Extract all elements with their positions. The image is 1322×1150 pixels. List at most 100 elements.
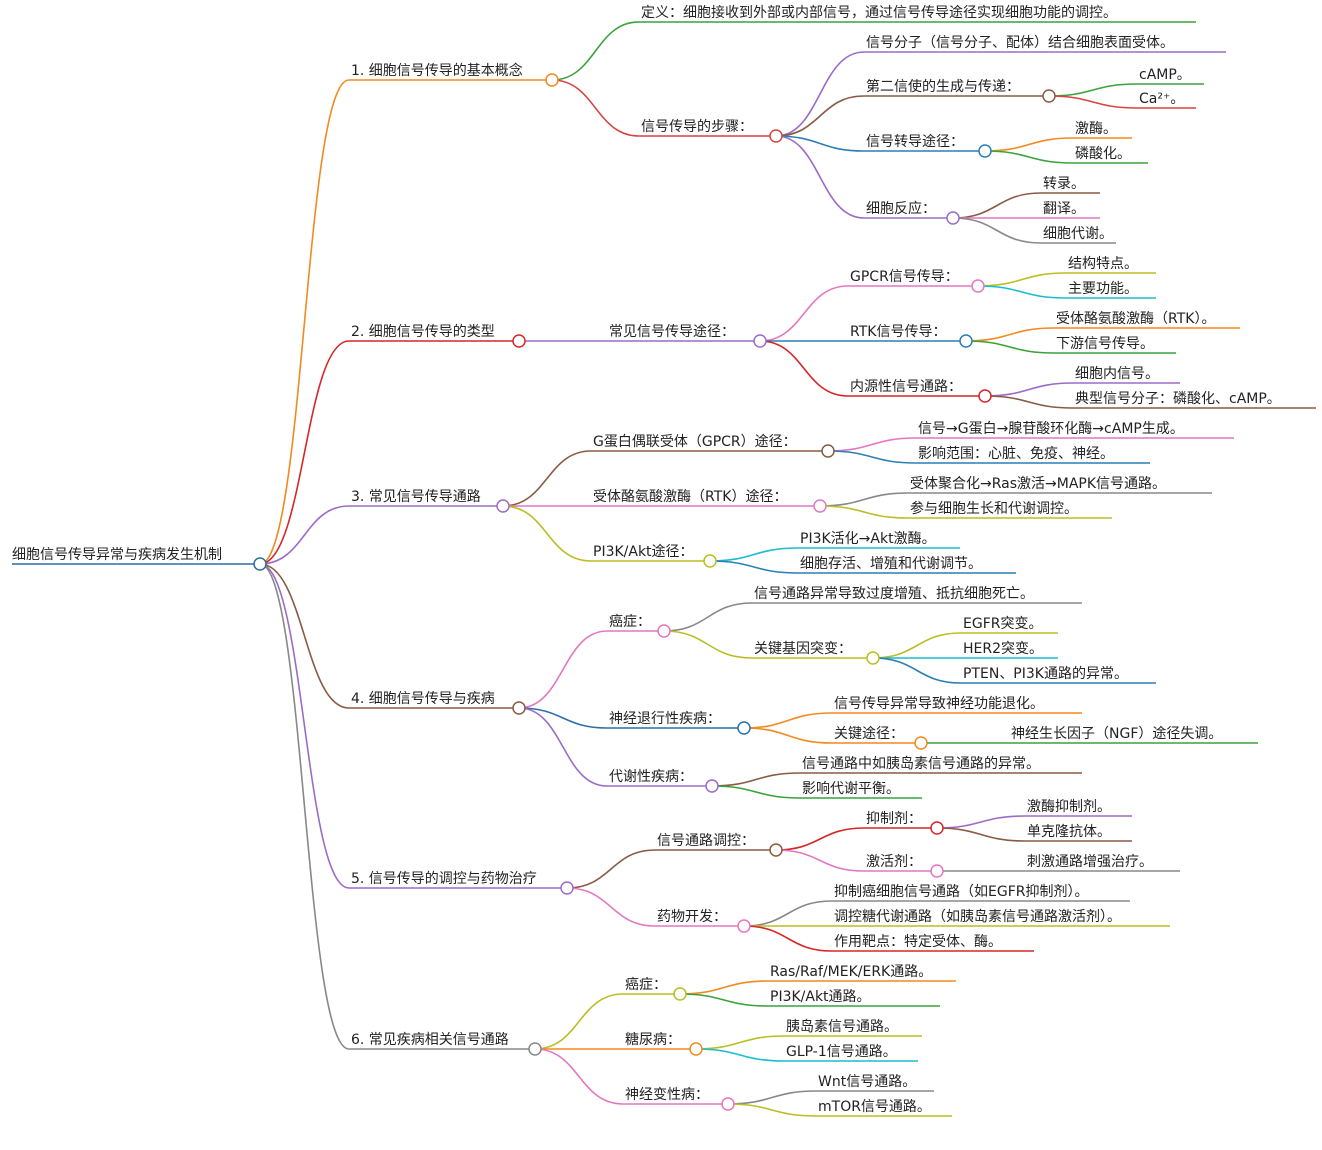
leaf-topic: 磷酸化。 (1075, 146, 1131, 162)
leaf-topic: mTOR信号通路。 (818, 1099, 931, 1115)
collapse-toggle-r-1-0-0[interactable] (971, 279, 985, 293)
branch-topic: 第二信使的生成与传递： (866, 78, 1020, 95)
edge-r-4-0-0 (775, 827, 865, 851)
collapse-toggle-r-3-2[interactable] (705, 779, 719, 793)
edge-r-4-1-2 (743, 925, 833, 952)
branch-topic: 2. 细胞信号传导的类型 (351, 324, 495, 340)
edge-r-5-0-0 (679, 980, 769, 995)
edge-r-3-0 (518, 630, 608, 709)
branch-topic: 信号转导途径： (866, 133, 964, 150)
leaf-topic: 调控糖代谢通路（如胰岛素信号通路激活剂）。 (834, 908, 1121, 925)
edge-r-2-2-0 (709, 547, 799, 562)
edge-r-1-0-0-1 (977, 285, 1067, 299)
edge-r-1-0-0 (759, 285, 849, 342)
edge-r-2-2 (502, 505, 592, 562)
leaf-topic: 单克隆抗体。 (1027, 824, 1111, 840)
collapse-toggle-r-0-1-1[interactable] (1042, 89, 1056, 103)
branch-topic: 药物开发： (657, 909, 727, 925)
edge-r-3-1-0 (743, 712, 833, 729)
leaf-topic: 影响范围：心脏、免疫、神经。 (918, 445, 1114, 462)
edge-r-0 (259, 79, 350, 565)
leaf-topic: 激酶。 (1075, 120, 1117, 137)
leaf-topic: 信号分子（信号分子、配体）结合细胞表面受体。 (866, 35, 1174, 51)
leaf-topic: 胰岛素信号通路。 (786, 1019, 898, 1035)
branch-topic: 6. 常见疾病相关信号通路 (351, 1032, 509, 1048)
leaf-topic: 影响代谢平衡。 (802, 781, 900, 797)
edge-r-3-2-1 (711, 785, 801, 799)
branch-topic: 1. 细胞信号传导的基本概念 (351, 62, 523, 79)
edge-r-4-0-0-0 (936, 815, 1026, 829)
edge-r-5-1-0 (695, 1035, 785, 1050)
branch-topic: 神经变性病： (625, 1087, 709, 1103)
collapse-toggle-r[interactable] (253, 557, 267, 571)
branch-topic: 癌症： (609, 614, 651, 630)
collapse-toggle-r-2-1[interactable] (813, 499, 827, 513)
collapse-toggle-r-3-0[interactable] (657, 624, 671, 638)
branch-topic: 3. 常见信号传导通路 (351, 489, 481, 505)
collapse-toggle-r-1-0-1[interactable] (959, 334, 973, 348)
branch-topic: 细胞反应： (866, 200, 936, 217)
collapse-toggle-r-2-2[interactable] (703, 554, 717, 568)
collapse-toggle-r-4-0-0[interactable] (930, 821, 944, 835)
edge-r-1-0-1-1 (965, 340, 1055, 354)
edge-r-0-1-0 (775, 51, 865, 137)
branch-topic: 5. 信号传导的调控与药物治疗 (351, 871, 537, 887)
branch-topic: GPCR信号传导： (850, 269, 959, 285)
edge-r-5-0 (534, 993, 624, 1050)
collapse-toggle-r-4-0-1[interactable] (930, 864, 944, 878)
leaf-topic: PTEN、PI3K通路的异常。 (963, 666, 1128, 682)
leaf-topic: Ras/Raf/MEK/ERK通路。 (770, 964, 932, 980)
branch-topic: 常见信号传导途径： (609, 323, 735, 340)
edge-r-5-0-1 (679, 993, 769, 1007)
collapse-toggle-r-4-0[interactable] (769, 843, 783, 857)
edge-r-4-1 (566, 887, 656, 927)
collapse-toggle-r-5[interactable] (528, 1042, 542, 1056)
collapse-toggle-r-5-1[interactable] (689, 1042, 703, 1056)
collapse-toggle-r-0[interactable] (545, 73, 559, 87)
leaf-topic: 信号→G蛋白→腺苷酸环化酶→cAMP生成。 (918, 421, 1184, 437)
collapse-toggle-r-4-1[interactable] (737, 919, 751, 933)
leaf-topic: 激酶抑制剂。 (1027, 798, 1111, 815)
edge-r-0-1-2-1 (984, 150, 1074, 164)
leaf-topic: GLP-1信号通路。 (786, 1044, 897, 1060)
branch-topic: 癌症： (625, 977, 667, 993)
edge-r-3 (259, 563, 350, 709)
branch-topic: 关键途径： (834, 725, 904, 742)
collapse-toggle-r-1-0[interactable] (753, 334, 767, 348)
collapse-toggle-r-5-0[interactable] (673, 987, 687, 1001)
collapse-toggle-r-0-1[interactable] (769, 129, 783, 143)
edge-r-3-0-1-2 (872, 657, 962, 684)
edge-r-0-1-3-2 (952, 217, 1042, 244)
edge-r-0-1-1-1 (1048, 95, 1138, 109)
edge-r-0-1-3 (775, 135, 865, 219)
edge-r-0-1-3-0 (952, 192, 1042, 219)
collapse-toggle-r-2[interactable] (496, 499, 510, 513)
branch-topic: 代谢性疾病： (609, 769, 693, 785)
edge-r-1-0-1-0 (965, 327, 1055, 342)
collapse-toggle-r-1-0-2[interactable] (978, 389, 992, 403)
edge-r-2-2-1 (709, 560, 799, 574)
collapse-toggle-r-5-2[interactable] (721, 1097, 735, 1111)
branch-topic: PI3K/Akt途径： (593, 543, 694, 560)
branch-topic: RTK信号传导： (850, 324, 946, 340)
leaf-topic: Wnt信号通路。 (818, 1074, 916, 1090)
edge-r-3-0-1-0 (872, 632, 962, 659)
edge-r-3-2 (518, 707, 608, 787)
collapse-toggle-r-3-0-1[interactable] (866, 651, 880, 665)
collapse-toggle-r-1[interactable] (512, 334, 526, 348)
edge-r-5-2 (534, 1048, 624, 1105)
collapse-toggle-r-0-1-2[interactable] (978, 144, 992, 158)
collapse-toggle-r-3-1-1[interactable] (914, 736, 928, 750)
edge-r-3-1 (518, 707, 608, 729)
collapse-toggle-r-0-1-3[interactable] (946, 211, 960, 225)
leaf-topic: 信号传导异常导致神经功能退化。 (834, 696, 1044, 712)
collapse-toggle-r-3[interactable] (512, 701, 526, 715)
edge-r-0-1-2-0 (984, 137, 1074, 152)
collapse-toggle-r-4[interactable] (560, 881, 574, 895)
leaf-topic: 翻译。 (1043, 201, 1085, 217)
edge-r-2-0-1 (827, 450, 917, 464)
collapse-toggle-r-3-1[interactable] (737, 721, 751, 735)
leaf-topic: 刺激通路增强治疗。 (1027, 853, 1153, 870)
collapse-toggle-r-2-0[interactable] (821, 444, 835, 458)
